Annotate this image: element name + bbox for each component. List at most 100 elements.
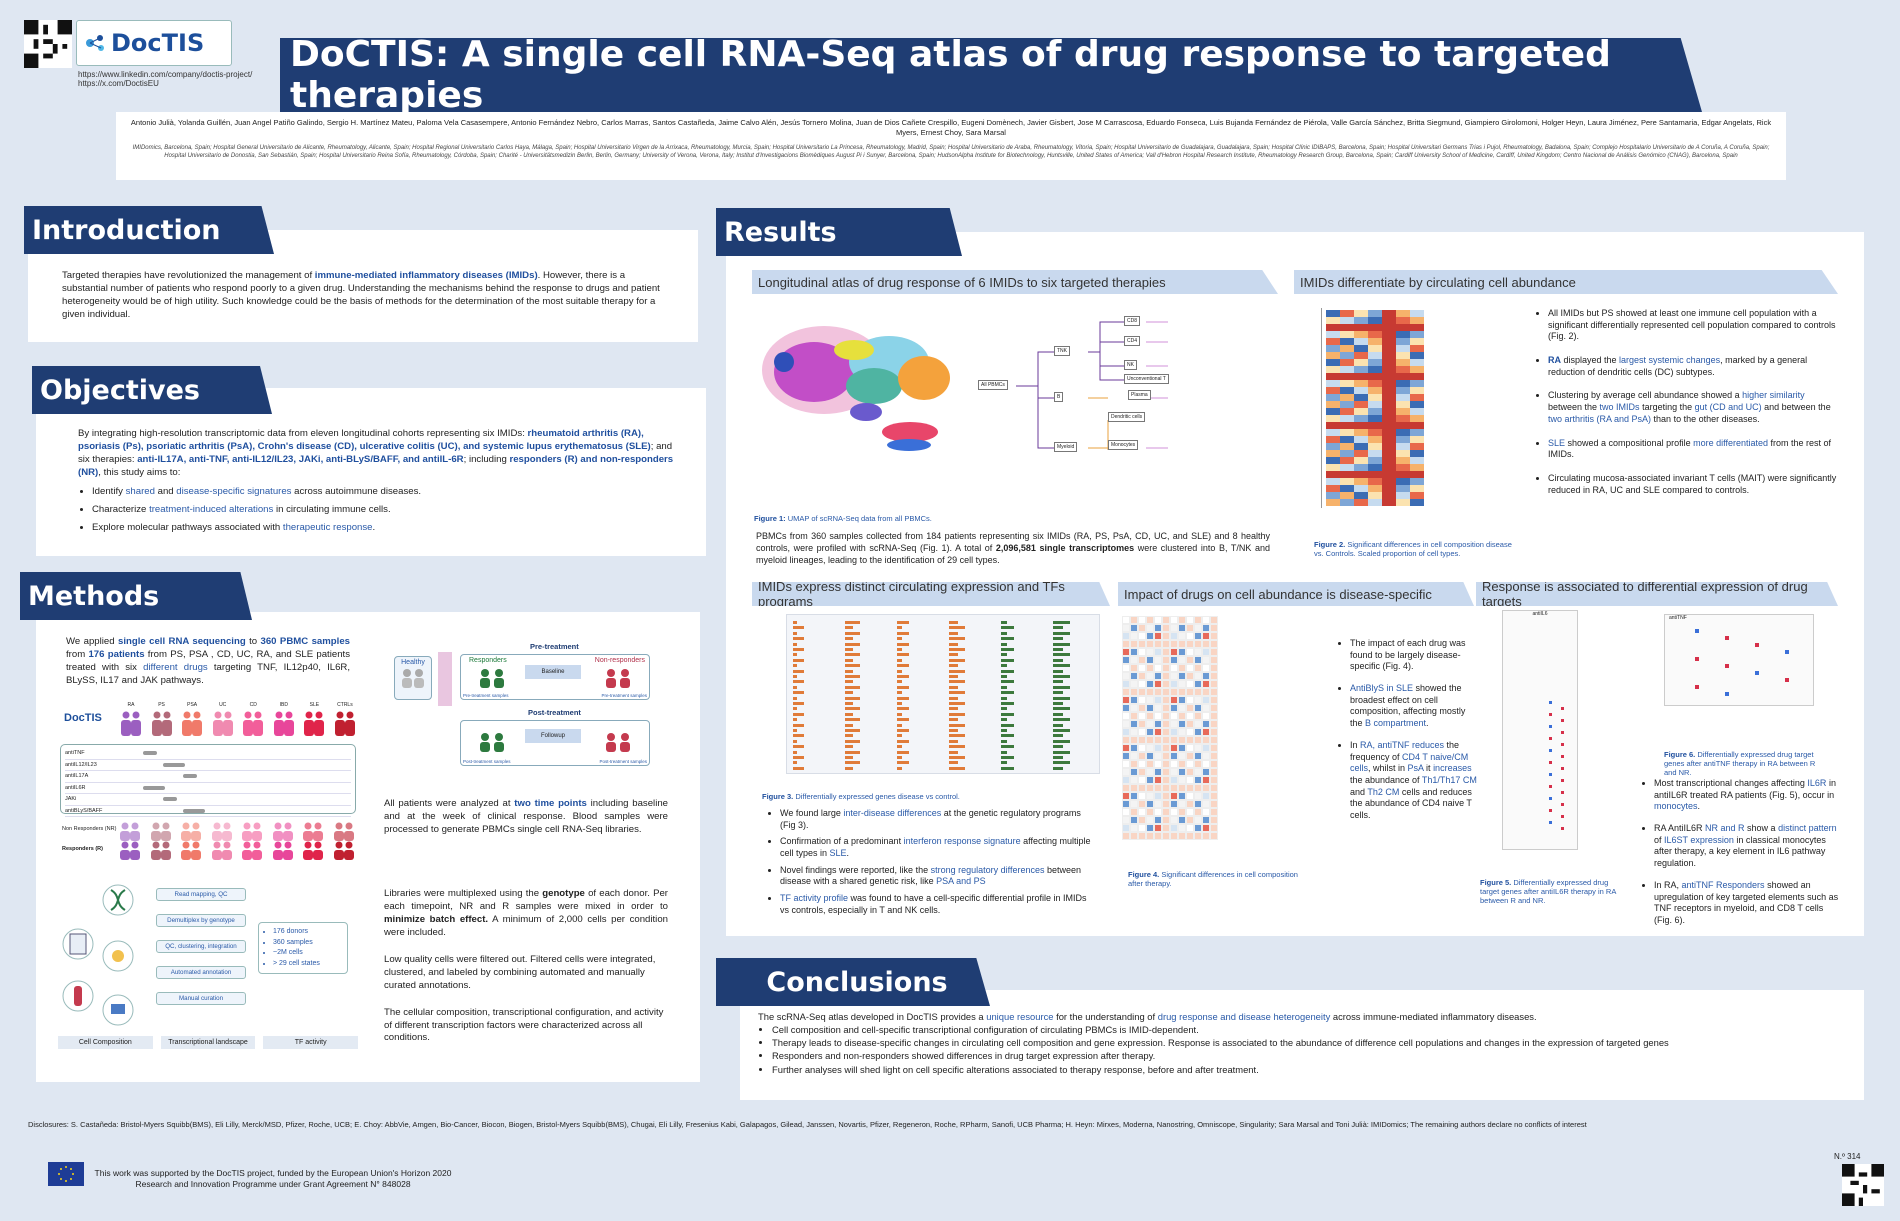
methods-panel: We applied single cell RNA sequencing to… [36,612,700,1082]
results-s2-bullets: All IMIDs but PS showed at least one imm… [1534,308,1838,501]
stat-item: > 29 cell states [273,959,341,970]
stat-item: 360 samples [273,938,341,949]
heatmap-fig4 [1122,616,1298,844]
s2-bullet: Circulating mucosa-associated invariant … [1548,473,1838,496]
post-treatment-box: Followup Post-treatment samples Post-tre… [460,720,650,766]
linkedin-link[interactable]: https://www.linkedin.com/company/doctis-… [78,70,253,79]
post-nonresponders-icon [606,733,630,752]
umap-plot [754,300,974,470]
patient-group-icon [182,711,203,736]
drug-label: antiTNF [65,750,85,756]
methods-details: Libraries were multiplexed using the gen… [384,888,668,1044]
pipeline-step: Read mapping, QC [156,888,246,901]
results-s3-bullets: We found large inter-disease differences… [766,808,1096,922]
cohort-logo: DocTIS [64,712,102,724]
tree-node: NK [1124,360,1137,370]
fig1-caption: Figure 1: UMAP of scRNA-Seq data from al… [754,514,932,523]
tree-node: Plasma [1128,390,1151,400]
pipeline-icons [62,884,134,1026]
umap-image [762,326,950,451]
s3-bullet: Novel findings were reported, like the s… [780,865,1096,888]
results-sub1: Longitudinal atlas of drug response of 6… [752,270,1278,294]
disease-column: IBD [271,702,297,743]
cohort-figure: DocTIS RA PS PSA UC CD IBD SLE CTRLs ant… [58,702,358,882]
x-link[interactable]: https://x.com/DoctisEU [78,79,159,88]
tree-node: Myeloid [1054,442,1078,452]
heatmap-fig2 [1298,308,1494,518]
fig6-caption: Figure 6. Differentially expressed drug … [1664,750,1816,777]
conclusions-panel: The scRNA-Seq atlas developed in DocTIS … [740,990,1864,1100]
tree-node: B [1054,392,1064,402]
s3-bullet: Confirmation of a predominant interferon… [780,836,1096,859]
conclusions-text: The scRNA-Seq atlas developed in DocTIS … [758,1010,1844,1076]
fig5-dotplot: antiIL6 [1502,610,1578,850]
s4-bullet: AntiBlyS in SLE showed the broadest effe… [1350,683,1478,730]
responder-group-icon [150,822,171,860]
drug-row: antiIL6R [65,783,351,794]
s4-bullet: In RA, antiTNF reduces the frequency of … [1350,740,1478,822]
drug-label: antiIL12/IL23 [65,761,97,768]
fig5-caption: Figure 5. Differentially expressed drug … [1480,878,1616,905]
disease-label: PSA [187,702,198,708]
disease-column: PS [149,702,175,743]
drug-label: JAKi [65,796,77,802]
s2-bullet: All IMIDs but PS showed at least one imm… [1548,308,1838,343]
lineage-tree-svg [1016,321,1168,450]
author-block: Antonio Julià, Yolanda Guillén, Juan Ang… [116,112,1786,180]
results-heading: Results [716,208,962,256]
responder-group-icon [303,822,324,860]
patient-group-icon [304,711,325,736]
results-s4-bullets: The impact of each drug was found to be … [1336,638,1478,827]
objectives-panel: By integrating high-resolution transcrip… [36,388,706,556]
results-sub3: IMIDs express distinct circulating expre… [752,582,1110,606]
disease-column: CD [240,702,266,743]
s2-bullet: RA displayed the largest systemic change… [1548,355,1838,378]
s3-bullet: We found large inter-disease differences… [780,808,1096,831]
disclosures: Disclosures: S. Castañeda: Bristol-Myers… [28,1120,1587,1129]
responder-group-icon [242,822,263,860]
fig2-caption: Figure 2. Significant differences in cel… [1314,540,1512,558]
disease-label: IBD [279,702,288,708]
methods-intro-text: We applied single cell RNA sequencing to… [66,636,350,686]
disease-label: UC [219,702,227,708]
tree-node: All PBMCs [978,380,1008,390]
responder-group-icon [181,822,202,860]
patient-group-icon [151,711,172,736]
pipeline-step: QC, clustering, integration [156,940,246,953]
results-sub2: IMIDs differentiate by circulating cell … [1294,270,1838,294]
dendrogram [1302,308,1322,508]
results-sub4: Impact of drugs on cell abundance is dis… [1118,582,1474,606]
conclusions-heading: Conclusions [716,958,990,1006]
disease-label: CTRLs [337,702,353,708]
drug-label: antiBLyS/BAFF [65,807,103,814]
objectives-heading: Objectives [32,366,272,414]
tree-node: CD4 [1124,336,1141,346]
analysis-tab: Cell Composition [58,1036,153,1049]
s2-bullet: SLE showed a compositional profile more … [1548,438,1838,461]
stats-box: 176 donors360 samples~2M cells> 29 cell … [258,922,348,974]
eu-flag-icon [48,1162,84,1186]
results-panel: Longitudinal atlas of drug response of 6… [726,232,1864,936]
drug-row: antiIL12/IL23 [65,760,351,771]
author-list: Antonio Julià, Yolanda Guillén, Juan Ang… [130,118,1772,138]
responder-group-icon [120,822,140,860]
poster-title: DoCTIS: A single cell RNA-Seq atlas of d… [280,38,1702,112]
tree-node: Monocytes [1108,440,1139,450]
stat-item: ~2M cells [273,948,341,959]
fig4-caption: Figure 4. Significant differences in cel… [1128,870,1298,888]
responder-group-icon [272,822,293,860]
pipeline-step: Demultiplex by genotype [156,914,246,927]
drug-row: antiBLyS/BAFF [65,806,351,817]
responder-group-icon [211,822,232,860]
results-s5-bullets: Most transcriptional changes affecting I… [1640,778,1842,932]
objective-item: Identify shared and disease-specific sig… [92,486,676,499]
drug-row: antiTNF [65,748,351,760]
conclusion-item: Responders and non-responders showed dif… [772,1049,1844,1062]
qr-code-icon [1842,1164,1884,1206]
drug-row: antiIL17A [65,771,351,783]
methods-heading: Methods [20,572,252,620]
patient-group-icon [243,711,264,736]
study-design-figure: Healthy Pre-treatment Responders Non-res… [394,642,694,766]
objectives-text: By integrating high-resolution transcrip… [78,428,676,535]
